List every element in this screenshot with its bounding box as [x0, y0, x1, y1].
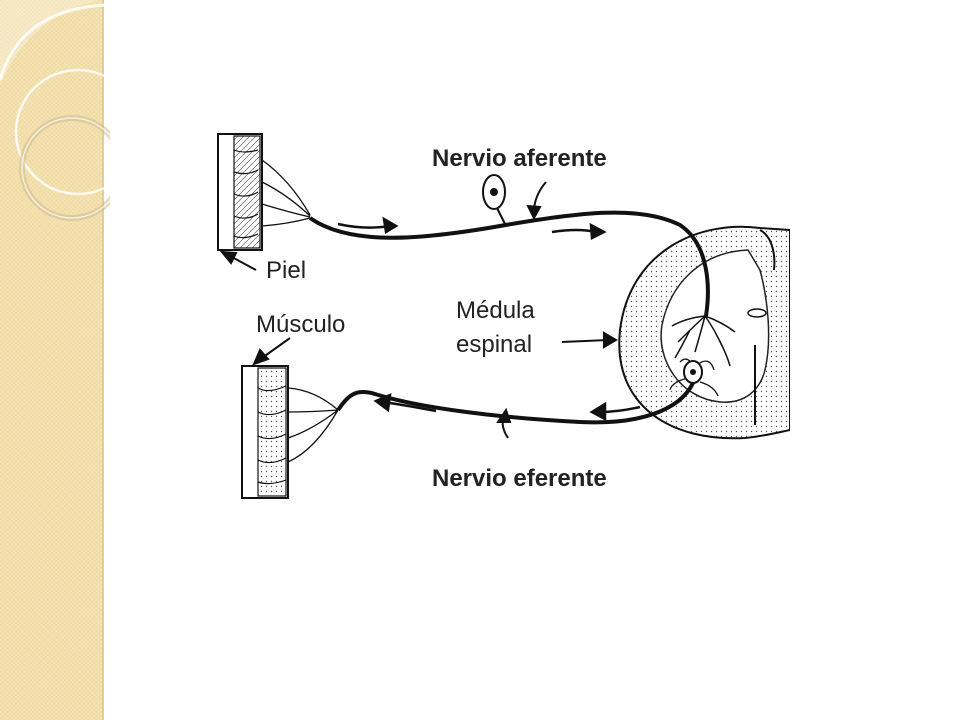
efferent-nerve-label: Nervio eferente	[432, 465, 607, 492]
decorative-side-band	[0, 0, 104, 720]
efferent-nerve-fiber	[336, 382, 695, 425]
reflex-arc-drawing: Nervio aferente Piel Músculo Médula espi…	[217, 133, 790, 499]
spinal-cord-label-line1: Médula	[456, 297, 535, 324]
spinal-cord-section	[618, 225, 790, 440]
afferent-nerve-fiber	[308, 210, 710, 317]
reflex-arc-diagram: Nervio aferente Piel Músculo Médula espi…	[200, 120, 790, 520]
muscle-tissue	[241, 365, 339, 499]
label-pointer-arrows	[219, 181, 618, 439]
sensory-ganglion	[482, 174, 506, 225]
skin-tissue	[217, 133, 311, 251]
spinal-cord-label-line2: espinal	[456, 331, 532, 358]
efferent-direction-arrows	[373, 392, 641, 422]
muscle-label: Músculo	[256, 311, 345, 338]
afferent-direction-arrows	[337, 216, 607, 240]
skin-label: Piel	[266, 257, 306, 284]
synapse-branches	[671, 315, 736, 367]
afferent-nerve-label: Nervio aferente	[432, 145, 607, 172]
